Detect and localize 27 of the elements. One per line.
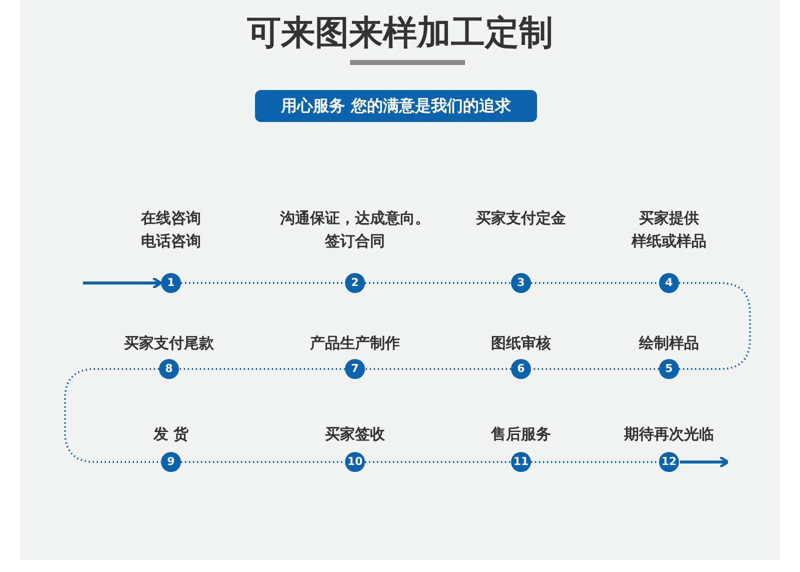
step-label: 图纸审核 bbox=[490, 333, 552, 354]
step-label: 产品生产制作 bbox=[309, 333, 401, 354]
dotted-connector bbox=[179, 368, 345, 370]
step-label: 期待再次光临 bbox=[623, 424, 715, 445]
step-label: 买家签收 bbox=[324, 424, 386, 445]
dotted-connector bbox=[531, 461, 659, 463]
dotted-connector bbox=[679, 282, 751, 370]
step-label: 买家提供样纸或样品 bbox=[630, 208, 708, 252]
step-label: 买家支付定金 bbox=[475, 208, 567, 229]
arrow bbox=[680, 456, 730, 468]
slogan-banner: 用心服务 您的满意是我们的追求 bbox=[255, 90, 537, 122]
step-label: 绘制样品 bbox=[638, 333, 700, 354]
step-label: 发 货 bbox=[152, 424, 190, 445]
dotted-connector bbox=[64, 368, 161, 463]
step-label: 在线咨询电话咨询 bbox=[140, 208, 202, 252]
dotted-connector bbox=[365, 282, 511, 284]
step-label: 买家支付尾款 bbox=[123, 333, 215, 354]
dotted-connector bbox=[531, 282, 659, 284]
title: 可来图来样加工定制 bbox=[246, 12, 554, 55]
step-label: 售后服务 bbox=[490, 424, 552, 445]
dotted-connector bbox=[181, 282, 345, 284]
arrow bbox=[83, 276, 162, 290]
dotted-connector bbox=[365, 461, 511, 463]
dotted-connector bbox=[365, 368, 511, 370]
dotted-connector bbox=[181, 461, 345, 463]
step-label: 沟通保证，达成意向。签订合同 bbox=[279, 208, 431, 252]
dotted-connector bbox=[531, 368, 659, 370]
